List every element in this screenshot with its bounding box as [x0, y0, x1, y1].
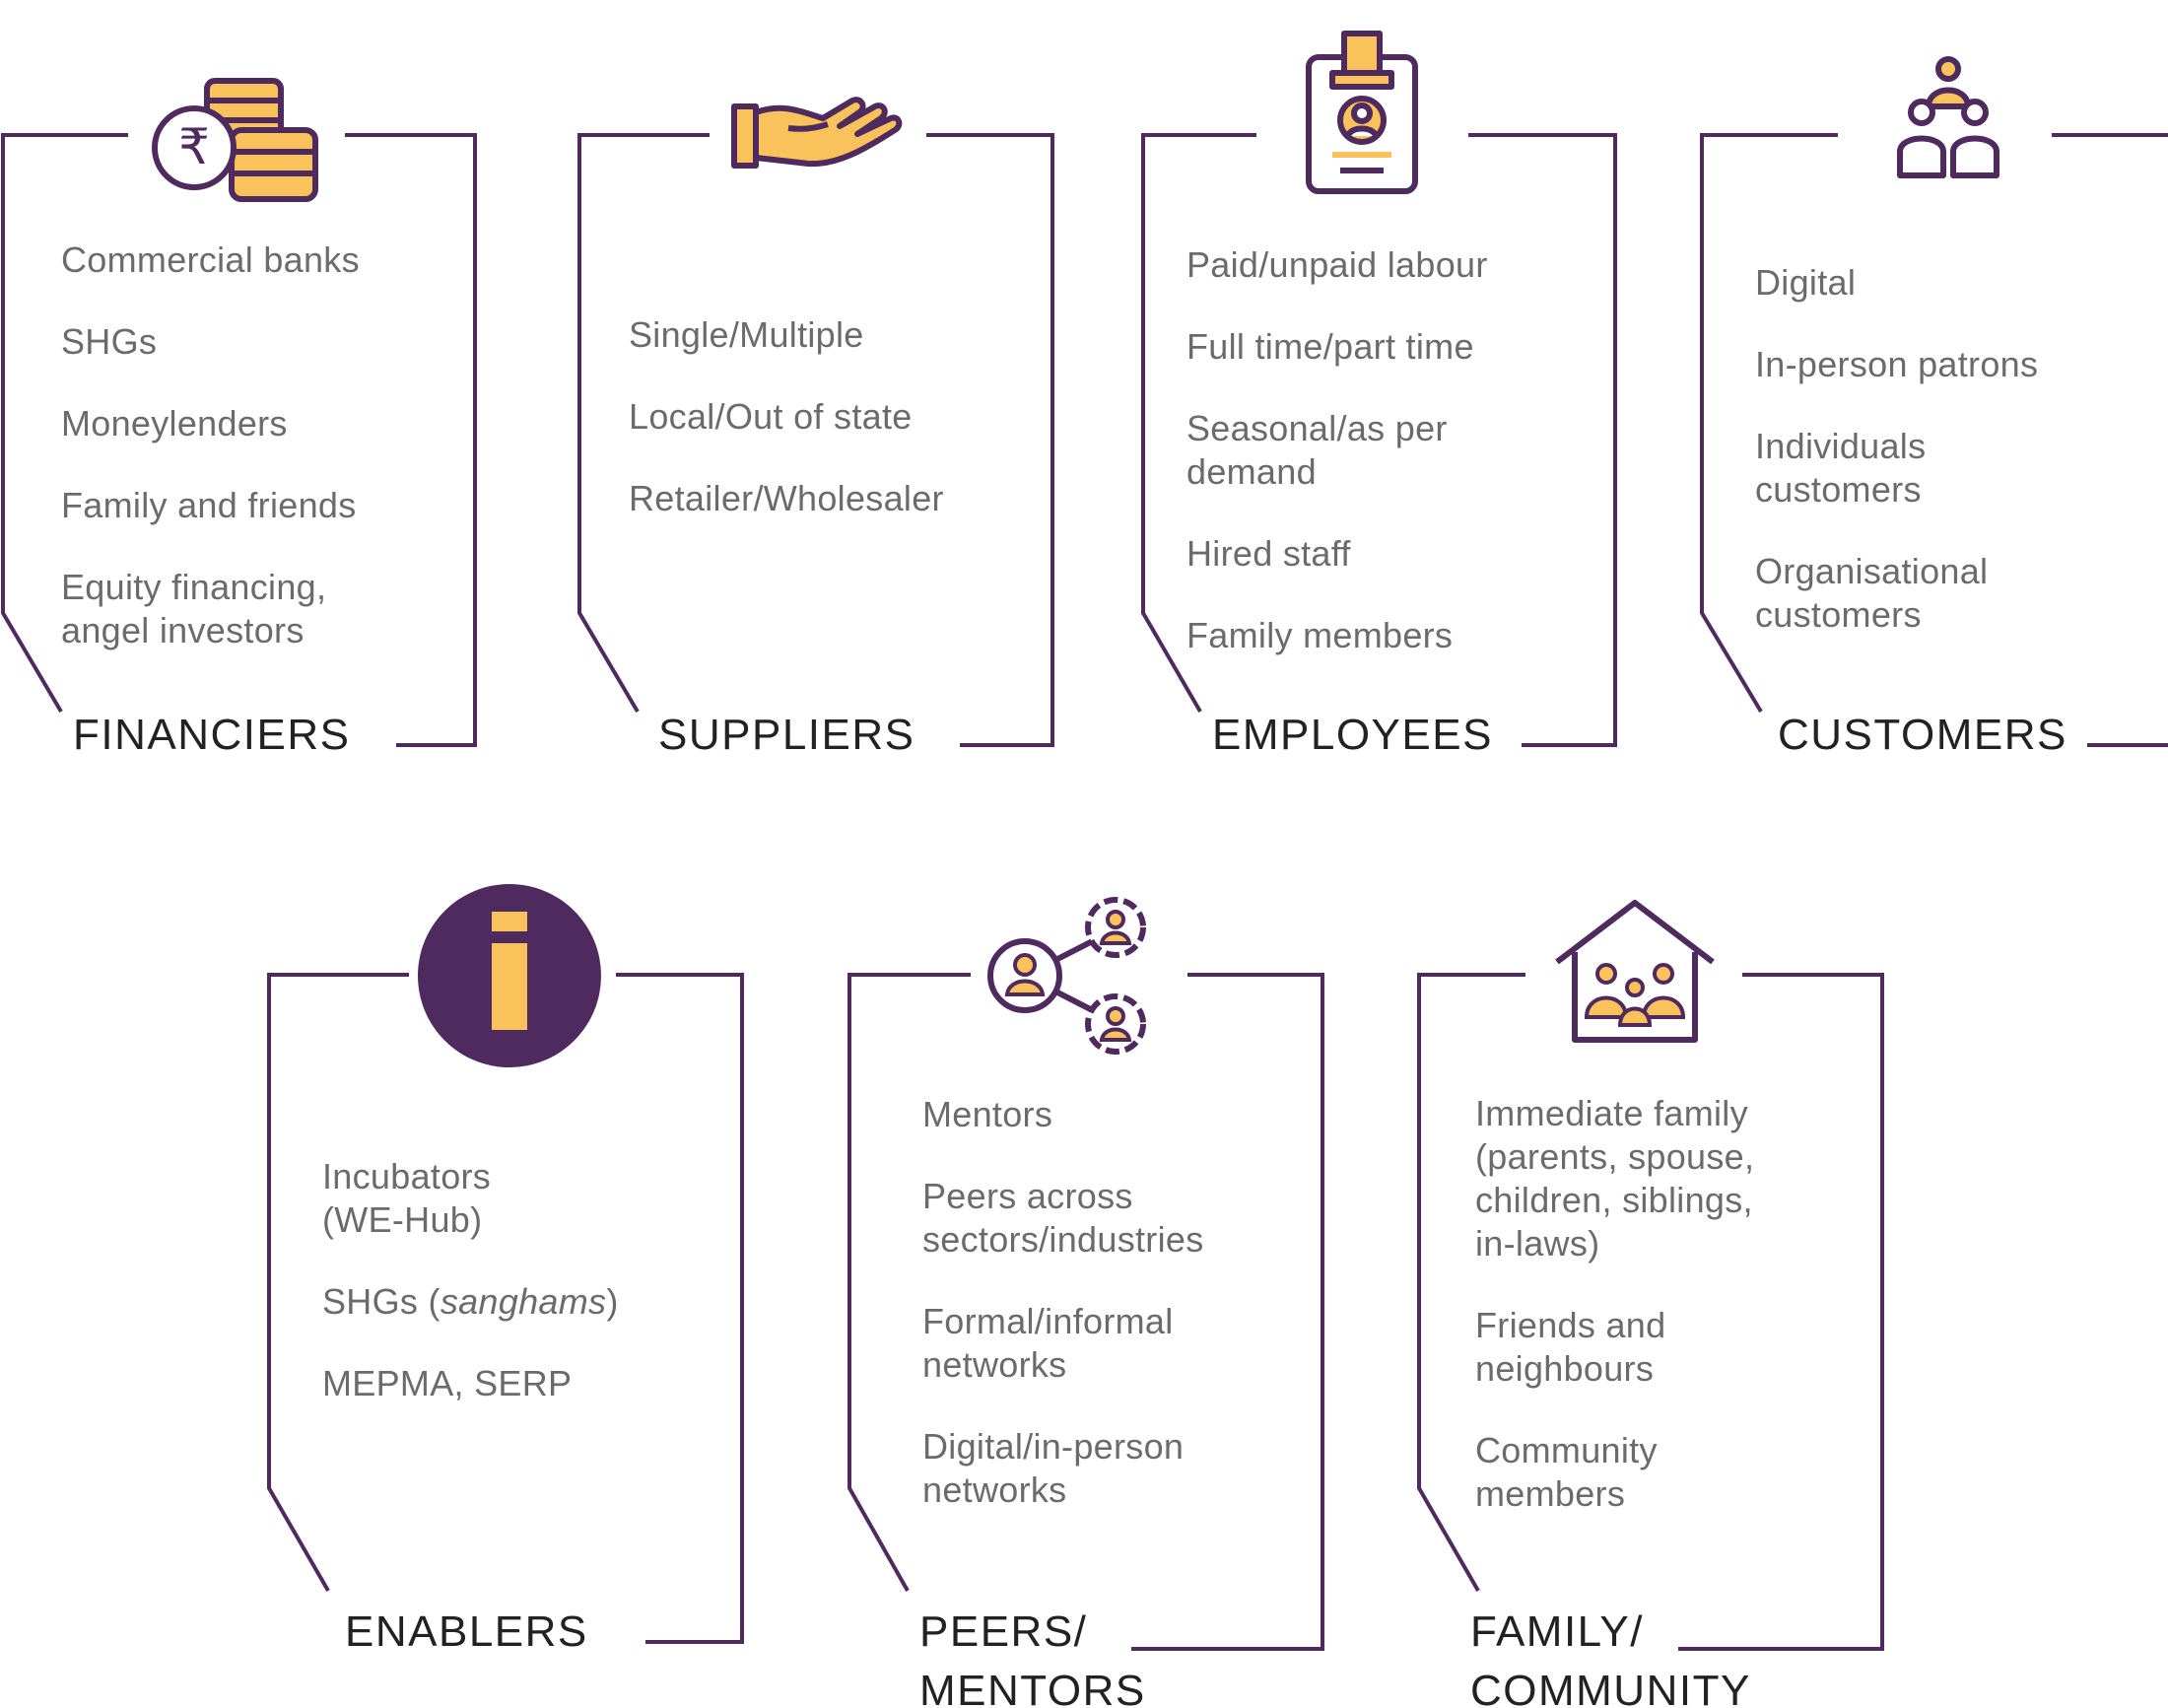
list-item: Equity financing, angel investors: [61, 567, 327, 650]
list-item: Individuals customers: [1755, 426, 1927, 510]
financiers-frame: [1, 133, 128, 714]
list-item: Community members: [1475, 1430, 1658, 1514]
enablers-list: Incubators (WE-Hub) SHGs (sanghams) MEPM…: [322, 1155, 677, 1444]
list-item: SHGs (sanghams): [322, 1281, 619, 1322]
rupee-coins-icon: ₹: [143, 63, 340, 240]
peers-frame-right: [1131, 973, 1324, 1651]
customers-list: Digital In-person patrons Individuals cu…: [1755, 261, 2120, 675]
list-item: In-person patrons: [1755, 344, 2039, 384]
financiers-list: Commercial banks SHGs Moneylenders Famil…: [61, 239, 416, 691]
list-item: Immediate family (parents, spouse, child…: [1475, 1093, 1755, 1264]
list-item: Family members: [1186, 615, 1454, 655]
employees-list: Paid/unpaid labour Full time/part time S…: [1186, 243, 1571, 696]
employees-title: EMPLOYEES: [1212, 711, 1493, 759]
family-title-line1: FAMILY/: [1470, 1607, 1644, 1656]
peers-frame: [847, 973, 971, 1592]
customers-frame: [1700, 133, 1838, 714]
family-house-icon: [1555, 900, 1715, 1043]
list-item: Seasonal/as per demand: [1186, 408, 1448, 492]
peers-title-line2: MENTORS: [919, 1667, 1146, 1708]
list-item: Full time/part time: [1186, 326, 1474, 367]
list-item: Paid/unpaid labour: [1186, 244, 1488, 285]
family-frame-right: [1678, 973, 1884, 1651]
giving-hand-icon: [731, 97, 903, 169]
list-item: Local/Out of state: [629, 396, 913, 437]
family-title-line2: COMMUNITY: [1470, 1667, 1751, 1708]
people-group-icon: [1897, 56, 1999, 178]
list-item: Commercial banks: [61, 239, 360, 280]
suppliers-list: Single/Multiple Local/Out of state Retai…: [629, 313, 1023, 559]
list-item: Single/Multiple: [629, 314, 864, 355]
network-icon: [987, 897, 1146, 1055]
peers-title-line1: PEERS/: [919, 1607, 1088, 1656]
family-list: Immediate family (parents, spouse, child…: [1475, 1092, 1800, 1554]
list-item: Peers across sectors/industries: [922, 1176, 1204, 1260]
list-item: Formal/informal networks: [922, 1301, 1174, 1385]
list-item: Friends and neighbours: [1475, 1305, 1666, 1389]
enablers-frame: [267, 973, 409, 1592]
svg-text:₹: ₹: [178, 118, 210, 175]
suppliers-frame-right: [926, 133, 1054, 747]
customers-title: CUSTOMERS: [1778, 711, 2067, 759]
suppliers-title: SUPPLIERS: [658, 711, 915, 759]
suppliers-frame: [577, 133, 710, 714]
financiers-frame-right: [345, 133, 477, 747]
list-item: Mentors: [922, 1094, 1053, 1134]
list-item: Hired staff: [1186, 533, 1351, 574]
list-item: Digital: [1755, 262, 1857, 303]
list-item: SHGs: [61, 321, 158, 362]
peers-list: Mentors Peers across sectors/industries …: [922, 1093, 1297, 1550]
employees-frame-right: [1468, 133, 1617, 747]
enablers-frame-right: [616, 973, 744, 1644]
family-frame: [1417, 973, 1525, 1592]
employees-frame: [1141, 133, 1256, 714]
list-item: MEPMA, SERP: [322, 1363, 573, 1403]
list-item: Family and friends: [61, 485, 357, 525]
list-item: Moneylenders: [61, 403, 288, 444]
enablers-title: ENABLERS: [345, 1607, 588, 1656]
list-item: Retailer/Wholesaler: [629, 478, 944, 518]
id-badge-icon: [1306, 31, 1418, 194]
list-item: Incubators (WE-Hub): [322, 1156, 492, 1240]
list-item: Organisational customers: [1755, 551, 1989, 635]
info-icon: [418, 884, 601, 1067]
list-item: Digital/in-person networks: [922, 1426, 1185, 1510]
financiers-title: FINANCIERS: [73, 711, 351, 759]
